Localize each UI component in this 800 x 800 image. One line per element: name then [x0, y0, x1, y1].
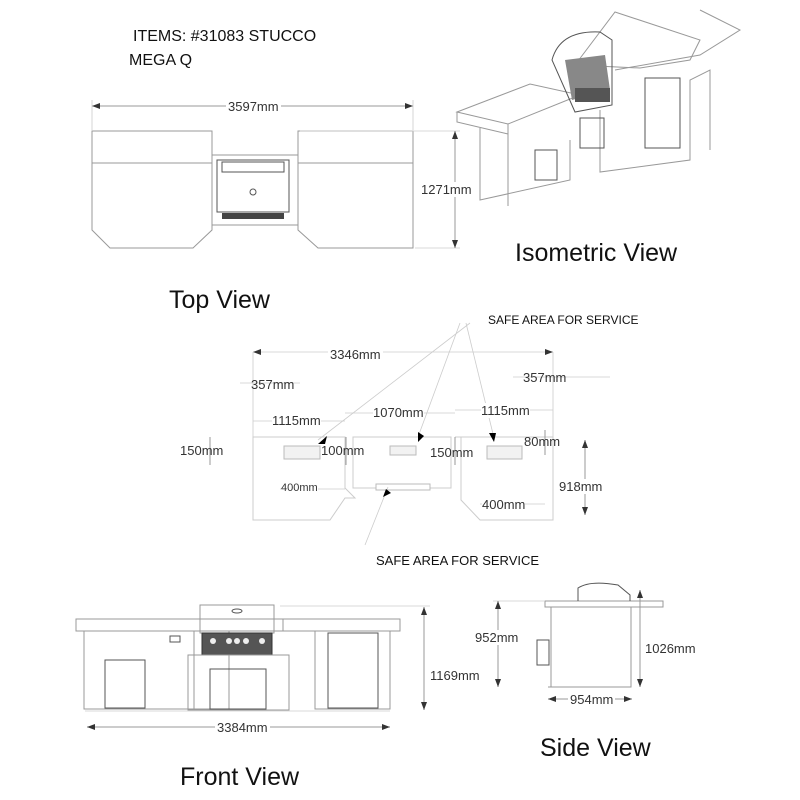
side-view-title: Side View [540, 734, 651, 762]
plan-left-depth-dimension: 150mm [180, 443, 224, 458]
plan-left-cutout-dimension: 400mm [281, 482, 318, 494]
plan-left-offset-dimension: 357mm [251, 377, 295, 392]
plan-gap-right-dimension: 150mm [430, 445, 474, 460]
safe-area-label-top: SAFE AREA FOR SERVICE [488, 313, 639, 327]
isometric-view-title: Isometric View [515, 239, 678, 267]
plan-total-depth-dimension: 918mm [559, 479, 603, 494]
plan-view-drawing [209, 322, 610, 546]
front-view-drawing [75, 604, 430, 730]
side-overall-height-dimension: 1026mm [645, 641, 696, 656]
front-width-dimension: 3384mm [215, 720, 270, 735]
top-depth-dimension: 1271mm [421, 182, 472, 197]
items-label: ITEMS: #31083 STUCCO [133, 28, 317, 45]
model-label: MEGA Q [129, 52, 193, 69]
safe-area-label-bottom: SAFE AREA FOR SERVICE [376, 553, 540, 568]
plan-left-section-dimension: 1115mm [272, 413, 321, 428]
top-width-dimension: 3597mm [226, 99, 281, 114]
plan-overall-dimension: 3346mm [328, 347, 383, 362]
side-depth-dimension: 954mm [568, 692, 616, 707]
plan-right-gap-dimension: 80mm [524, 434, 561, 449]
front-view-title: Front View [180, 763, 300, 791]
plan-right-cutout-dimension: 400mm [482, 497, 526, 512]
side-view-drawing [493, 582, 664, 702]
plan-center-section-dimension: 1070mm [373, 405, 424, 420]
plan-right-offset-dimension: 357mm [523, 370, 567, 385]
top-view-title: Top View [169, 286, 270, 314]
top-view-drawing [91, 100, 460, 249]
plan-gap-left-dimension: 100mm [321, 443, 365, 458]
front-height-dimension: 1169mm [430, 668, 480, 683]
isometric-view-drawing [455, 9, 742, 206]
side-counter-height-dimension: 952mm [475, 630, 519, 645]
plan-right-section-dimension: 1115mm [481, 403, 530, 418]
